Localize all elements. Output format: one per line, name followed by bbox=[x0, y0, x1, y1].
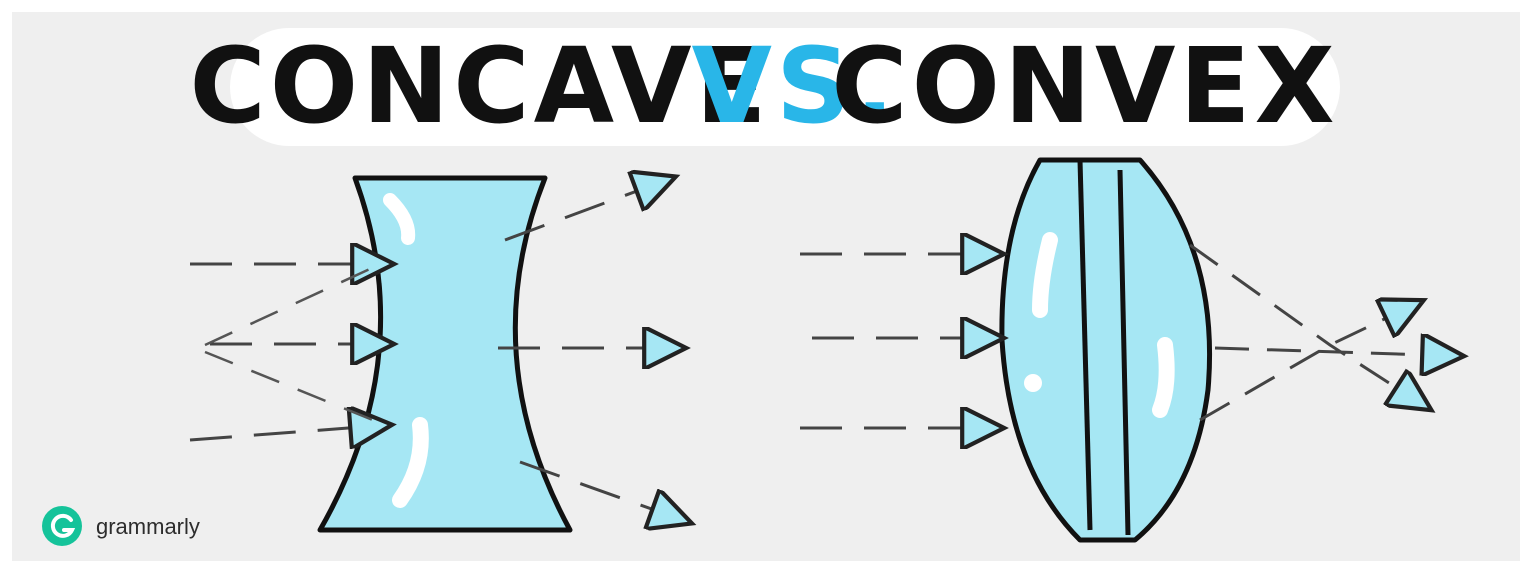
concave-virtual-rays bbox=[204, 260, 386, 427]
convex-incoming-rays bbox=[800, 254, 1000, 428]
title-vs: VS. bbox=[692, 25, 899, 147]
convex-lens bbox=[999, 157, 1213, 543]
grammarly-wordmark: grammarly bbox=[96, 514, 200, 539]
concave-outgoing-rays bbox=[498, 178, 688, 522]
title-concave: CONCAVE bbox=[189, 25, 770, 147]
svg-text:VS.: VS. bbox=[692, 25, 899, 147]
svg-text:CONCAVE: CONCAVE bbox=[189, 25, 770, 147]
convex-outgoing-rays bbox=[1189, 243, 1460, 422]
svg-text:CONVEX: CONVEX bbox=[831, 25, 1339, 147]
title-convex: CONVEX bbox=[831, 25, 1339, 147]
grammarly-logo-icon bbox=[42, 506, 82, 546]
concave-incoming-rays bbox=[189, 264, 390, 440]
title-banner bbox=[230, 28, 1340, 146]
grammarly-logo: grammarly bbox=[42, 506, 200, 546]
